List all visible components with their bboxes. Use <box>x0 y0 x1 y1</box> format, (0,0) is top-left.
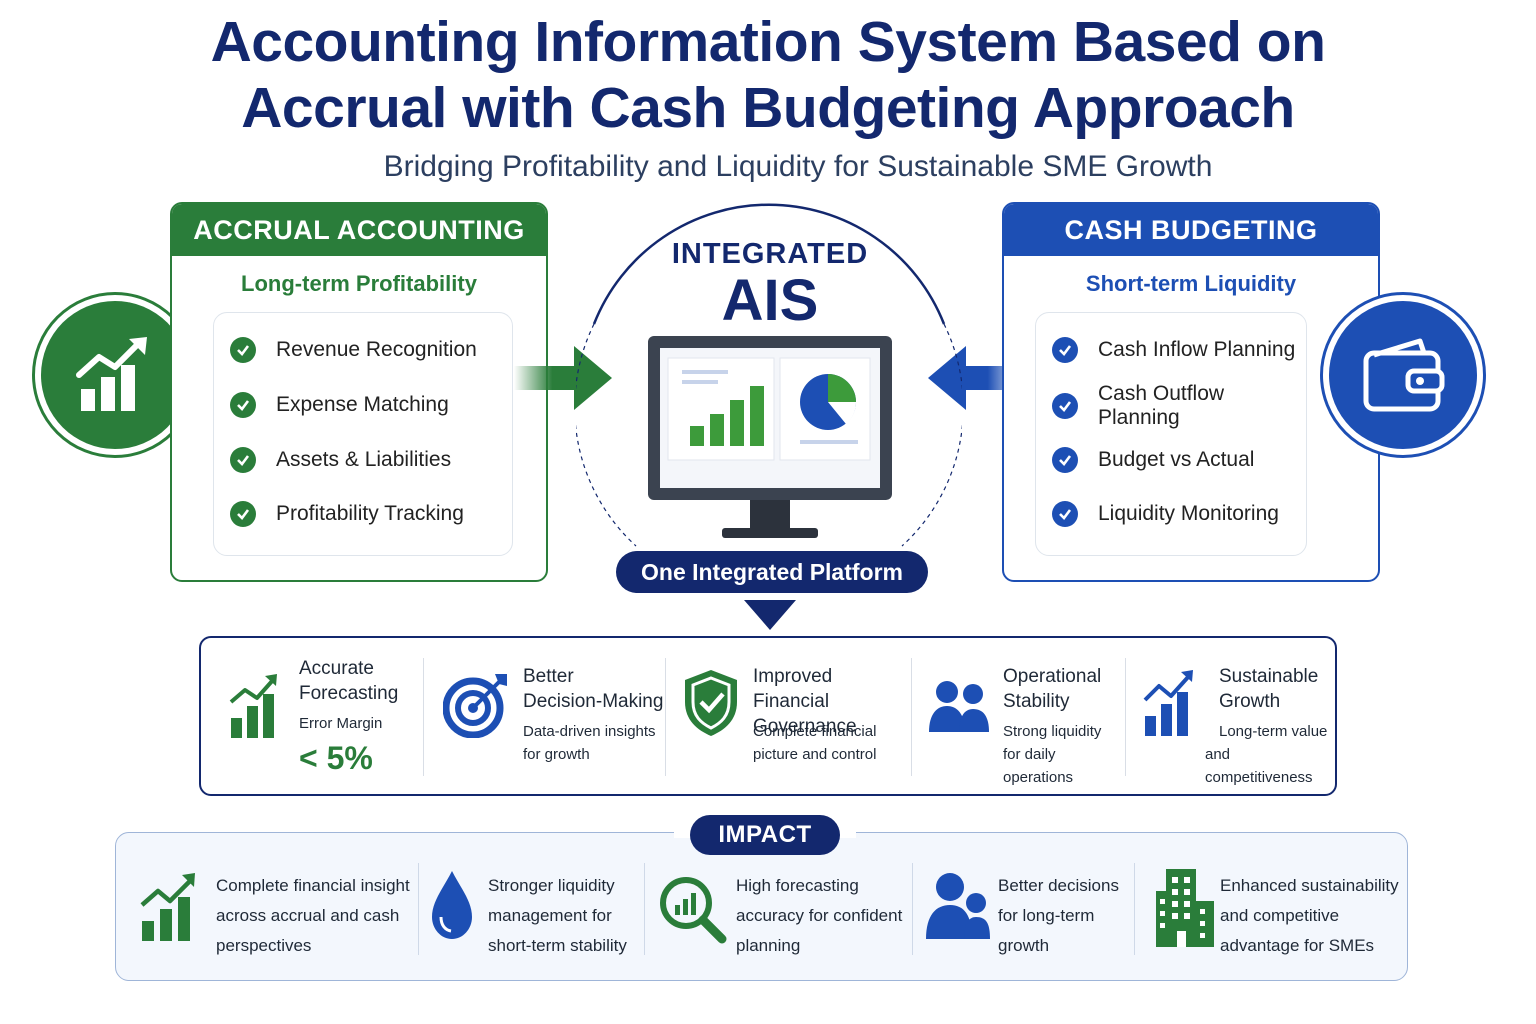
check-icon <box>1052 393 1078 419</box>
cash-header: CASH BUDGETING <box>1004 204 1378 256</box>
list-item: Liquidity Monitoring <box>1052 499 1279 529</box>
list-item-label: Liquidity Monitoring <box>1098 502 1279 525</box>
divider <box>1125 658 1126 776</box>
list-item: Cash Inflow Planning <box>1052 335 1295 365</box>
accrual-arrow-icon <box>514 346 612 410</box>
list-item-label: Cash Inflow Planning <box>1098 338 1296 361</box>
divider <box>644 863 645 955</box>
check-icon <box>230 337 256 363</box>
wallet-icon <box>1363 338 1445 412</box>
list-item-label: Revenue Recognition <box>276 338 477 361</box>
list-item: Expense Matching <box>230 390 449 420</box>
cash-checklist: Cash Inflow Planning Cash Outflow Planni… <box>1035 312 1307 556</box>
down-arrow-icon <box>744 600 796 630</box>
growth-chart-icon <box>229 674 277 738</box>
list-item: Profitability Tracking <box>230 499 464 529</box>
list-item: Assets & Liabilities <box>230 445 451 475</box>
divider <box>418 863 419 955</box>
divider <box>423 658 424 776</box>
ais-label: AIS <box>721 268 819 333</box>
accrual-subheader: Long-term Profitability <box>241 271 477 296</box>
cash-icon-badge <box>1320 292 1486 458</box>
divider <box>1134 863 1135 955</box>
list-item-label: Profitability Tracking <box>276 502 464 525</box>
growth-chart-icon <box>140 873 195 941</box>
accrual-panel: ACCRUAL ACCOUNTING Long-term Profitabili… <box>170 202 548 582</box>
check-icon <box>1052 501 1078 527</box>
integrated-label: INTEGRATED <box>671 238 869 270</box>
check-icon <box>230 501 256 527</box>
check-icon <box>1052 337 1078 363</box>
subtitle: Bridging Profitability and Liquidity for… <box>383 150 1213 183</box>
cash-panel: CASH BUDGETING Short-term Liquidity Cash… <box>1002 202 1380 582</box>
divider <box>911 658 912 776</box>
list-item: Budget vs Actual <box>1052 445 1254 475</box>
error-margin-value: < 5% <box>299 740 373 776</box>
water-drop-icon <box>432 871 472 939</box>
list-item: Cash Outflow Planning <box>1052 382 1306 429</box>
growth-chart-icon <box>1143 670 1193 736</box>
impact-label: IMPACT <box>690 815 840 855</box>
cash-subheader: Short-term Liquidity <box>1085 271 1297 296</box>
building-icon <box>1156 869 1214 947</box>
list-item-label: Budget vs Actual <box>1098 448 1255 471</box>
divider <box>912 863 913 955</box>
shield-check-icon <box>685 670 737 736</box>
list-item-label: Assets & Liabilities <box>276 448 452 471</box>
check-icon <box>230 392 256 418</box>
growth-chart-icon <box>76 337 147 411</box>
benefit-desc: Error Margin <box>299 715 383 732</box>
accrual-header: ACCRUAL ACCOUNTING <box>172 204 546 256</box>
magnifier-chart-icon <box>660 877 727 944</box>
title-line-1: Accounting Information System Based on <box>210 10 1326 74</box>
accrual-checklist: Revenue Recognition Expense Matching Ass… <box>213 312 513 556</box>
title-line-2: Accrual with Cash Budgeting Approach <box>241 76 1295 140</box>
monitor-icon <box>648 336 892 538</box>
list-item: Revenue Recognition <box>230 335 477 365</box>
check-icon <box>1052 447 1078 473</box>
list-item-label: Cash Outflow Planning <box>1098 382 1225 429</box>
platform-badge: One Integrated Platform <box>616 551 928 593</box>
people-icon <box>929 681 989 732</box>
list-item-label: Expense Matching <box>276 393 449 416</box>
people-icon <box>926 873 990 939</box>
check-icon <box>230 447 256 473</box>
divider <box>665 658 666 776</box>
target-icon <box>443 674 507 738</box>
integration-circle <box>576 203 962 547</box>
